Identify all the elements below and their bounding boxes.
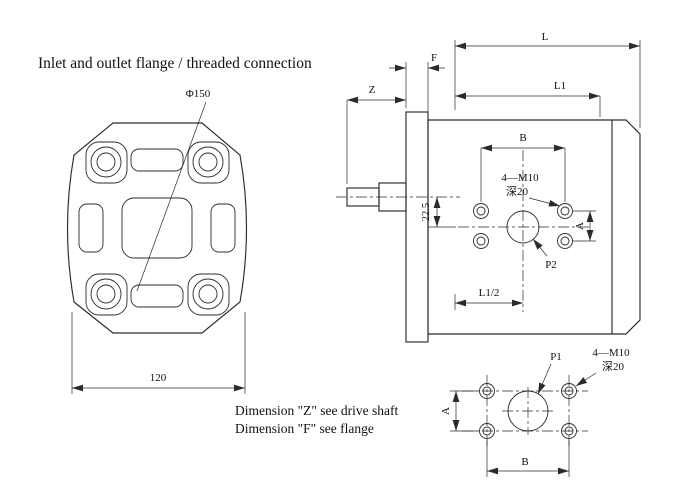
dim-A-side: A — [573, 210, 596, 242]
bolt-callout-side-line2: 深20 — [506, 185, 528, 198]
width-dimension-label: 120 — [150, 372, 167, 384]
dim-A-bottom: A — [440, 390, 477, 432]
dim-B-side: B — [480, 132, 566, 202]
bolt-hole — [90, 146, 122, 178]
bolt-callout-side-line1: 4—M10 — [501, 172, 539, 184]
port-p1-callout: P1 — [537, 351, 562, 395]
mounting-plate — [405, 111, 429, 343]
tapped-hole — [557, 233, 573, 249]
dim-22-5-label: 22.5 — [421, 203, 432, 221]
bolt-hole — [192, 278, 224, 310]
port-p2-callout: P2 — [532, 238, 557, 271]
dim-L1-label: L1 — [554, 80, 566, 92]
dim-120: 120 — [71, 312, 246, 394]
dim-Z: Z — [346, 84, 406, 184]
right-slot — [210, 203, 236, 253]
dim-B-bottom-label: B — [521, 456, 528, 468]
dim-Z-label: Z — [369, 84, 376, 96]
notes-block: Dimension "Z" see drive shaft Dimension … — [235, 403, 398, 436]
dim-B-side-label: B — [519, 132, 526, 144]
front-view: Φ150 120 — [66, 88, 248, 394]
bolt-hole — [192, 146, 224, 178]
corner-pocket — [187, 141, 230, 184]
dim-L1: L1 — [455, 80, 601, 117]
bolt-hole — [90, 278, 122, 310]
dim-A-bottom-label: A — [440, 407, 452, 415]
flange-outline — [66, 122, 248, 334]
dim-F: F — [389, 52, 445, 116]
note-z: Dimension "Z" see drive shaft — [235, 403, 398, 418]
dim-L-label: L — [542, 31, 549, 43]
port-p2-circle — [506, 210, 540, 244]
port-p1-circle — [507, 390, 549, 432]
dim-F-label: F — [431, 52, 437, 64]
dim-L1-half-label: L1/2 — [479, 287, 500, 299]
dim-A-side-label: A — [574, 222, 586, 230]
dim-L: L — [454, 31, 641, 128]
tapped-hole — [557, 203, 573, 219]
corner-pocket — [85, 273, 128, 316]
side-view: L F Z L1 B 4— — [336, 31, 641, 343]
port-p1-label: P1 — [550, 351, 562, 363]
note-f: Dimension "F" see flange — [235, 421, 374, 436]
port-p2-label: P2 — [545, 259, 557, 271]
bottom-slot — [130, 284, 184, 308]
corner-pocket — [85, 141, 128, 184]
bolt-callout-bottom: 4—M10 深20 — [575, 347, 630, 387]
left-slot — [78, 203, 104, 253]
dim-22-5: 22.5 — [421, 197, 456, 228]
top-slot — [130, 148, 184, 172]
diameter-leader-line — [136, 101, 207, 292]
bottom-view: P1 4—M10 深20 A B — [440, 347, 630, 477]
tapped-hole — [479, 423, 495, 439]
corner-pocket — [187, 273, 230, 316]
tapped-hole — [473, 233, 489, 249]
drawing-title: Inlet and outlet flange / threaded conne… — [38, 55, 312, 72]
bolt-callout-side: 4—M10 深20 — [501, 172, 561, 207]
pump-body-outline — [427, 119, 641, 335]
tapped-hole — [473, 203, 489, 219]
diameter-label: Φ150 — [186, 88, 211, 100]
dim-L1-half: L1/2 — [454, 287, 523, 310]
tapped-hole — [561, 383, 577, 399]
tapped-hole — [561, 423, 577, 439]
center-recess — [121, 197, 193, 259]
bolt-callout-bottom-line1: 4—M10 — [592, 347, 630, 359]
dim-B-bottom: B — [486, 440, 570, 477]
tapped-hole — [479, 383, 495, 399]
bolt-callout-bottom-line2: 深20 — [602, 360, 624, 373]
